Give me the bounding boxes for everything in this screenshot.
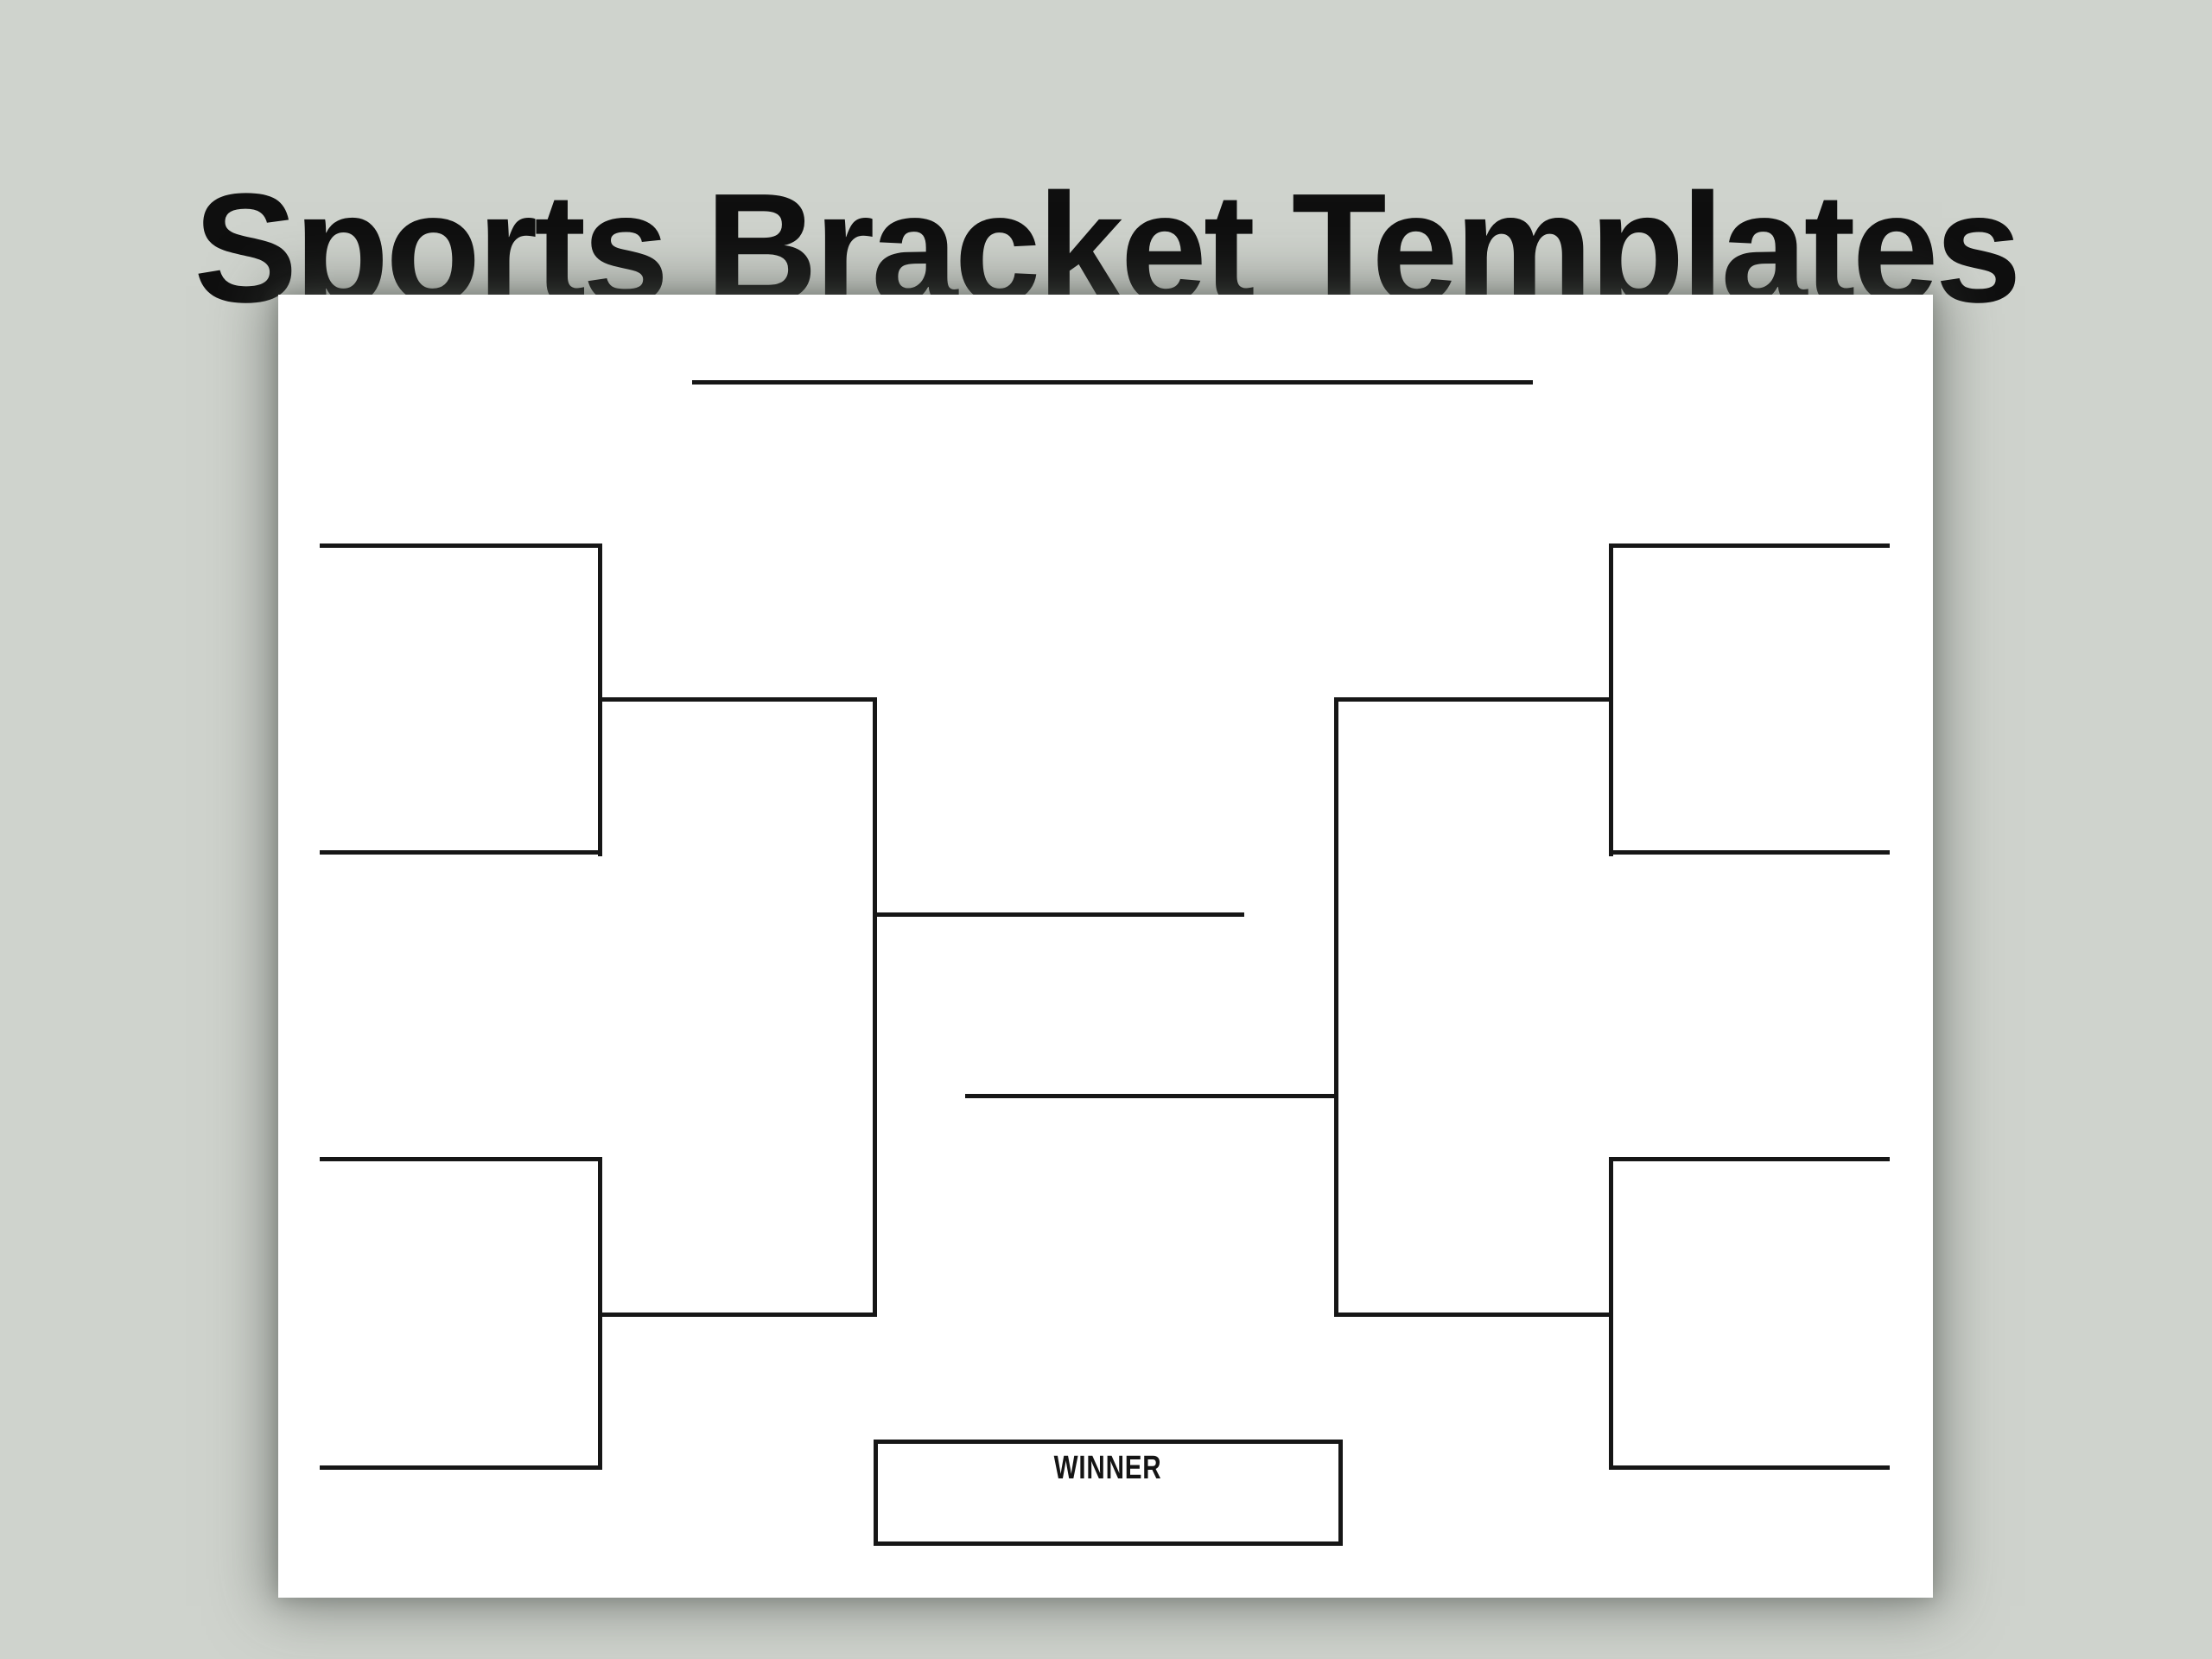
left-quarter-lower-team1-line [320,1157,602,1161]
left-quarter-lower-team2-line [320,1465,602,1470]
left-quarter-upper-team1-line [320,543,602,548]
left-quarter-upper-team2-line [320,850,602,855]
header-writein-line [692,380,1533,385]
bracket-template-card: WINNER [278,295,1933,1598]
right-quarter-lower-connector [1609,1157,1613,1470]
left-semi-lower-line [598,1313,877,1317]
left-quarter-lower-connector [598,1157,602,1470]
final-right-team-line [965,1094,1338,1098]
winner-box: WINNER [874,1440,1343,1546]
left-semi-upper-line [598,697,877,702]
right-quarter-lower-team2-line [1609,1465,1890,1470]
right-quarter-lower-team1-line [1609,1157,1890,1161]
left-semi-connector [873,697,877,1317]
right-semi-lower-line [1334,1313,1613,1317]
right-quarter-upper-team1-line [1609,543,1890,548]
right-semi-connector [1334,697,1338,1317]
right-quarter-upper-connector [1609,543,1613,856]
right-quarter-upper-team2-line [1609,850,1890,855]
final-left-team-line [873,912,1244,917]
right-semi-upper-line [1334,697,1613,702]
winner-label: WINNER [1054,1450,1162,1486]
